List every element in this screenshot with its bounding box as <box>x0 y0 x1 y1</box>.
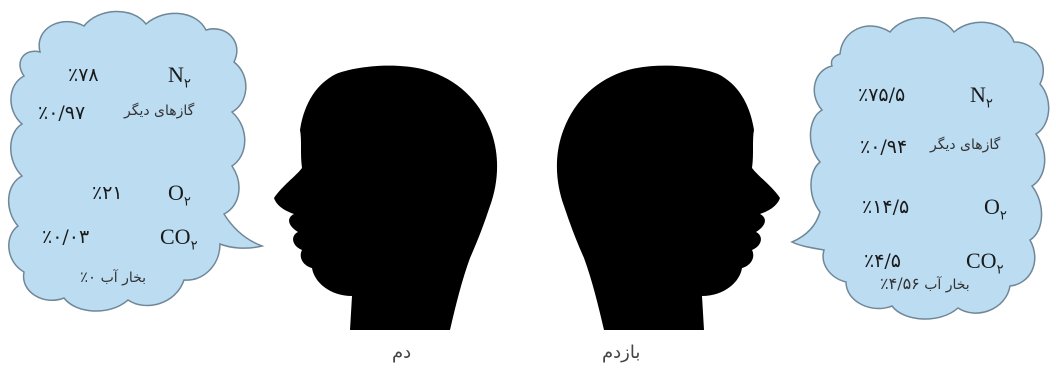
inhale-n2-value: ٪۷۸ <box>68 66 99 85</box>
exhale-o2-value: ٪۱۴/۵ <box>862 198 909 217</box>
inhale-water-vapor: بخار آب ٪۰ <box>80 270 146 285</box>
inhale-head-silhouette <box>274 66 497 330</box>
inhale-co2-label: CO۲ <box>160 226 198 251</box>
exhale-other-gases-label: گازهای دیگر <box>930 138 1000 152</box>
inhale-o2-value: ٪۲۱ <box>92 184 123 203</box>
inhale-bubble <box>9 11 262 311</box>
inhale-other-gases-label: گازهای دیگر <box>124 104 194 118</box>
exhale-caption: بازدم <box>602 344 640 362</box>
exhale-water-vapor: بخار آب ٪۴/۵۶ <box>880 276 970 292</box>
exhale-bubble <box>792 18 1049 319</box>
exhale-co2-label: CO۲ <box>966 250 1004 275</box>
exhale-o2-label: O۲ <box>984 196 1007 221</box>
exhale-other-gases-value: ٪۰/۹۴ <box>860 138 907 157</box>
inhale-other-gases-value: ٪۰/۹۷ <box>38 104 85 123</box>
inhale-o2-label: O۲ <box>168 182 191 207</box>
inhale-n2-label: N۲ <box>168 64 191 89</box>
inhale-co2-value: ٪۰/۰۳ <box>42 228 89 247</box>
exhale-n2-value: ٪۷۵/۵ <box>858 86 905 105</box>
exhale-n2-label: N۲ <box>970 84 993 109</box>
exhale-co2-value: ٪۴/۵ <box>864 252 901 271</box>
exhale-head-silhouette <box>557 66 780 330</box>
inhale-caption: دم <box>392 344 411 362</box>
